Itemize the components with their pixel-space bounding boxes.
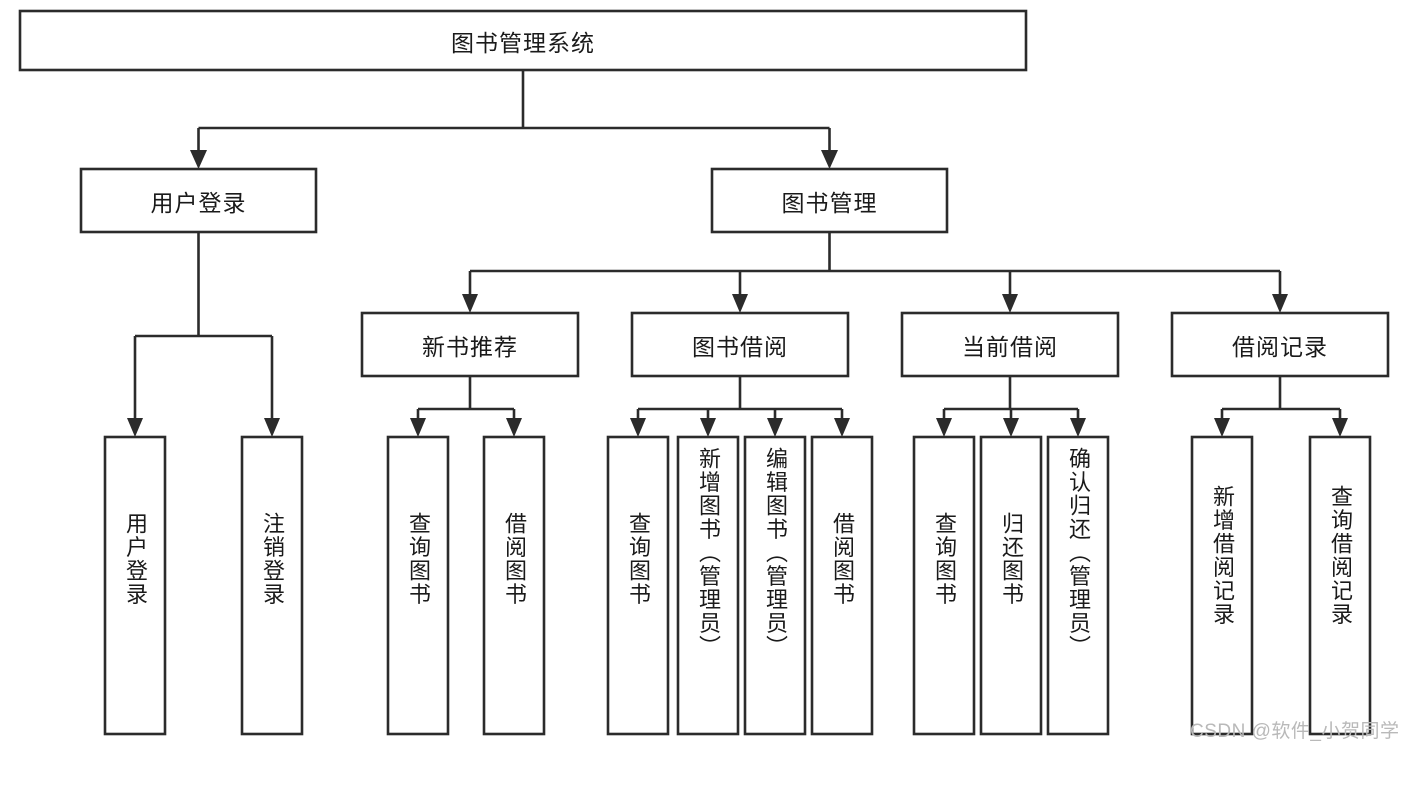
arrow-bb-to-leaf-4 bbox=[834, 418, 850, 437]
arrow-br-to-leaf-2 bbox=[1332, 418, 1348, 437]
node-box-leaf-add-book[interactable] bbox=[676, 435, 740, 736]
arrow-cb-to-leaf-3 bbox=[1070, 418, 1086, 437]
node-box-leaf-confirm-return[interactable] bbox=[1046, 435, 1110, 736]
connector-group-book-borrow bbox=[630, 376, 850, 437]
node-box-leaf-query-book-1[interactable] bbox=[386, 435, 450, 736]
node-box-leaf-query-book-3[interactable] bbox=[912, 435, 976, 736]
arrow-cb-to-leaf-2 bbox=[1003, 418, 1019, 437]
arrow-user-login-to-leaf-1 bbox=[127, 418, 143, 437]
arrow-nbr-to-leaf-1 bbox=[410, 418, 426, 437]
node-box-new-book-recommend[interactable] bbox=[360, 311, 580, 378]
arrow-bm-to-borrow-record bbox=[1272, 294, 1288, 313]
csdn-watermark: CSDN @软件_小贺同学 bbox=[1190, 721, 1400, 742]
node-box-leaf-query-book-2[interactable] bbox=[606, 435, 670, 736]
arrow-nbr-to-leaf-2 bbox=[506, 418, 522, 437]
node-box-leaf-logout[interactable] bbox=[240, 435, 304, 736]
connector-group-borrow-record bbox=[1214, 376, 1348, 437]
node-box-book-manage[interactable] bbox=[710, 167, 949, 234]
node-box-leaf-query-record[interactable] bbox=[1308, 435, 1372, 736]
arrow-user-login-to-leaf-2 bbox=[264, 418, 280, 437]
node-box-leaf-user-login[interactable] bbox=[103, 435, 167, 736]
node-box-book-borrow[interactable] bbox=[630, 311, 850, 378]
arrow-cb-to-leaf-1 bbox=[936, 418, 952, 437]
arrow-bm-to-current-borrow bbox=[1002, 294, 1018, 313]
arrow-bb-to-leaf-3 bbox=[767, 418, 783, 437]
node-box-borrow-record[interactable] bbox=[1170, 311, 1390, 378]
connector-group-book-manage bbox=[462, 232, 1288, 313]
node-box-root[interactable] bbox=[18, 9, 1028, 72]
arrow-root-to-user-login bbox=[190, 150, 207, 169]
node-box-user-login[interactable] bbox=[79, 167, 318, 234]
connector-group-new-book-recommend bbox=[410, 376, 522, 437]
arrow-bb-to-leaf-1 bbox=[630, 418, 646, 437]
arrow-br-to-leaf-1 bbox=[1214, 418, 1230, 437]
node-box-leaf-add-record[interactable] bbox=[1190, 435, 1254, 736]
diagram-canvas bbox=[18, 9, 1390, 736]
arrow-root-to-book-manage bbox=[821, 150, 838, 169]
arrow-bm-to-book-borrow bbox=[732, 294, 748, 313]
node-box-leaf-borrow-book-1[interactable] bbox=[482, 435, 546, 736]
node-box-current-borrow[interactable] bbox=[900, 311, 1120, 378]
node-box-leaf-edit-book[interactable] bbox=[743, 435, 807, 736]
arrow-bm-to-new-book bbox=[462, 294, 478, 313]
node-box-leaf-return-book[interactable] bbox=[979, 435, 1043, 736]
node-box-leaf-borrow-book-2[interactable] bbox=[810, 435, 874, 736]
connector-group-current-borrow bbox=[936, 376, 1086, 437]
functional-structure-diagram: 图书管理系统 用户登录 图书管理 新书推荐 图书借阅 当前借阅 借阅记录 用户登… bbox=[18, 9, 1400, 742]
connector-group-user-login bbox=[127, 232, 280, 437]
arrow-bb-to-leaf-2 bbox=[700, 418, 716, 437]
connector-group-root bbox=[190, 70, 838, 169]
